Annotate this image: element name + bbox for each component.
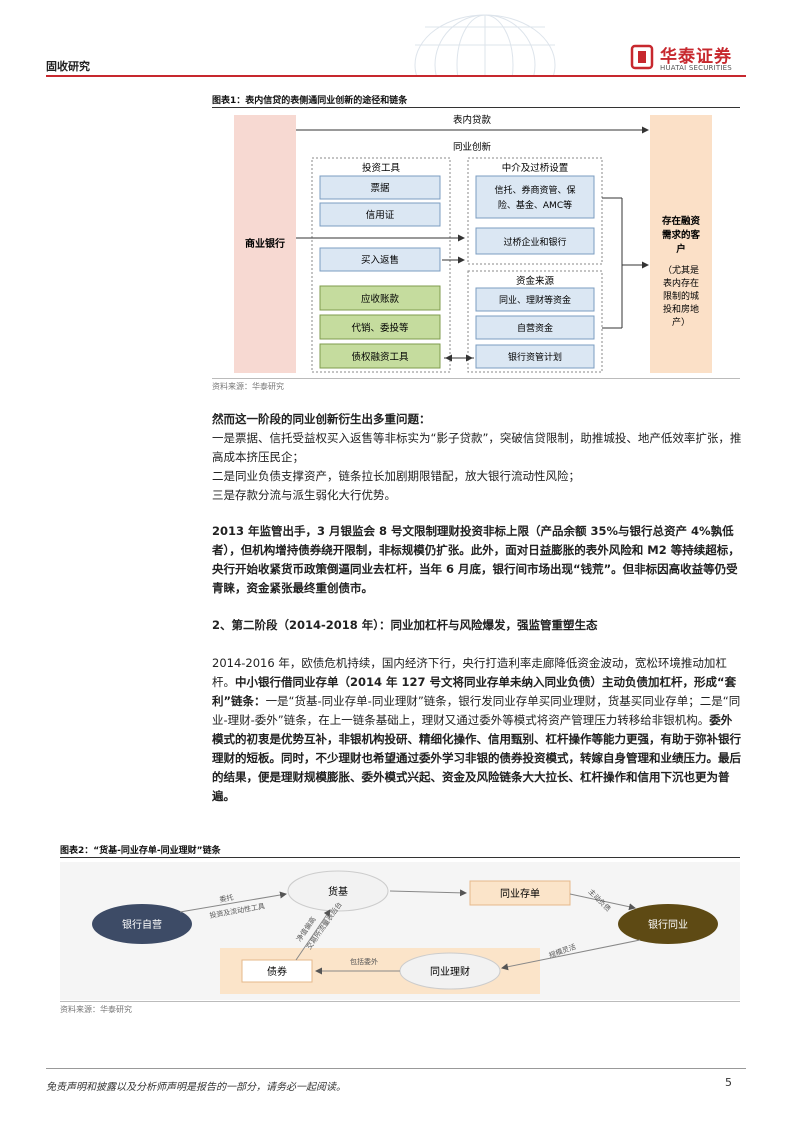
figure1-caption: 图表1：表内信贷的表侧通同业创新的途径和链条 (212, 96, 408, 106)
brand-name-cn: 华泰证券 (660, 47, 732, 67)
huatai-logo-icon (630, 44, 654, 70)
tool-repo-label: 买入返售 (361, 254, 399, 266)
edge-bonds-to-fund (295, 909, 331, 961)
edge-interbank-to-wm (501, 939, 641, 971)
on-balance-loan-label: 表内贷款 (453, 114, 492, 126)
figure1-diagram: 商业银行 存在融资 需求的客 户 （尤其是 表内存在 限制的城 投和房地 产） … (234, 114, 712, 373)
intermediary-bridge (475, 227, 595, 255)
node-interbank-cd (469, 880, 571, 906)
page-number: 5 (725, 1076, 732, 1089)
section2-text-2: 中小银行借同业存单（2014 年 127 号文将同业存单未纳入同业负债）主动负债… (212, 675, 737, 708)
tool-receivables (319, 285, 441, 311)
edge-fund-to-cd (389, 889, 467, 897)
funding-proprietary-label: 自营资金 (517, 322, 553, 334)
commercial-bank-box (234, 115, 296, 373)
section2-paragraph: 2014-2016 年，欧债危机持续，国内经济下行，央行打造利率走廊降低资金波动… (212, 654, 742, 806)
tool-debt-instrument-label: 债权融资工具 (351, 351, 409, 363)
figure1-caption-rule (212, 107, 740, 108)
section2-text-4: 委外模式的初衷是优势互补，非银机构投研、精细化操作、信用甄别、杠杆操作等能力更强… (212, 713, 741, 803)
node-interbank-cd-label: 同业存单 (500, 887, 540, 900)
client-box (650, 115, 712, 373)
figure2-diagram: 银行自营 货基 同业存单 银行同业 同业理财 债券 委托 投资及流动性工具 主动… (60, 862, 740, 1000)
problems-heading: 然而这一阶段的同业创新衍生出多重问题： (212, 412, 431, 426)
brand-logo: 华泰证券 HUATAI SECURITIES (630, 42, 745, 78)
funding-am-plan (475, 344, 595, 369)
tool-bill (319, 175, 441, 200)
header-globe-decoration (414, 14, 556, 77)
tools-title: 投资工具 (362, 162, 401, 174)
intermediary-trust (475, 175, 595, 219)
node-wealth-mgmt-label: 同业理财 (430, 965, 470, 978)
client-title-line1: 存在融资 (661, 215, 701, 227)
figure2-source: 资料来源：华泰研究 (60, 1005, 132, 1014)
node-money-fund (287, 870, 389, 912)
innovation-label: 同业创新 (453, 141, 492, 153)
figure2-caption-rule (60, 857, 740, 858)
intermediary-trust-line1: 信托、券商资管、保 (494, 184, 575, 196)
node-interbank (618, 904, 718, 944)
client-title-line3: 户 (675, 243, 686, 255)
tool-bill-label: 票据 (370, 182, 390, 194)
figure1-source-rule (212, 378, 740, 379)
node-bonds (241, 959, 313, 983)
tool-debt-instrument (319, 343, 441, 369)
client-note-line3: 限制的城 (663, 290, 699, 302)
header-rule (46, 75, 746, 77)
footer-disclaimer: 免责声明和披露以及分析师声明是报告的一部分，请务必一起阅读。 (46, 1082, 346, 1093)
node-interbank-label: 银行同业 (648, 918, 688, 931)
tool-repo (319, 247, 441, 272)
edge-wm-to-bonds-label: 包括委外 (350, 957, 378, 966)
intermediary-trust-line2: 险、基金、AMC等 (498, 199, 572, 211)
figure2-caption: 图表2：“货基-同业存单-同业理财”链条 (60, 846, 221, 856)
figure2-source-rule (60, 1001, 740, 1002)
tool-agency (319, 314, 441, 340)
client-note-line1: （尤其是 (663, 264, 699, 276)
tool-lc (319, 202, 441, 227)
funding-title: 资金来源 (516, 275, 555, 287)
node-bonds-label: 债券 (267, 965, 287, 978)
tools-container (311, 157, 451, 373)
section2-heading: 2、第二阶段（2014-2018 年）：同业加杠杆与风险爆发，强监管重塑生态 (212, 618, 598, 632)
funding-interbank-label: 同业、理财等资金 (499, 294, 571, 306)
edge-bank-to-fund-label: 委托 (219, 893, 234, 904)
problem-1: 一是票据、信托受益权买入返售等非标实为“影子贷款”，突破信贷限制，助推城投、地产… (212, 431, 742, 464)
intermediary-bridge-label: 过桥企业和银行 (503, 236, 566, 248)
section2-text-1: 2014-2016 年，欧债危机持续，国内经济下行，央行打造利率走廊降低资金波动… (212, 656, 727, 689)
tool-agency-label: 代销、委投等 (351, 322, 409, 334)
funding-proprietary (475, 315, 595, 340)
client-note-line4: 投和房地 (663, 303, 699, 315)
footer-rule (46, 1068, 746, 1069)
regulation-2013-paragraph: 2013 年监管出手，3 月银监会 8 号文限制理财投资非标上限（产品余额 35… (212, 524, 740, 595)
problem-3: 三是存款分流与派生弱化大行优势。 (212, 488, 396, 502)
client-note-line5: 产） (672, 316, 690, 328)
tool-receivables-label: 应收账款 (361, 293, 400, 305)
body-section1: 然而这一阶段的同业创新衍生出多重问题： 一是票据、信托受益权买入返售等非标实为“… (212, 410, 742, 505)
client-title-line2: 需求的客 (662, 229, 701, 241)
node-bank-proprietary-label: 银行自营 (122, 918, 162, 931)
node-bank-proprietary (92, 904, 192, 944)
funding-container (467, 270, 603, 373)
commercial-bank-label: 商业银行 (245, 237, 285, 250)
funding-am-plan-label: 银行资管计划 (508, 351, 562, 363)
brand-name-en: HUATAI SECURITIES (660, 64, 732, 72)
intermediary-title: 中介及过桥设置 (502, 162, 569, 174)
figure1-source: 资料来源：华泰研究 (212, 382, 284, 391)
problem-2: 二是同业负债支撑资产，链条拉长加剧期限错配，放大银行流动性风险； (212, 469, 580, 483)
edge-bank-to-fund (179, 891, 287, 913)
funding-interbank (475, 287, 595, 312)
tool-lc-label: 信用证 (366, 209, 395, 221)
section2-text-3: 一是“货基-同业存单-同业理财”链条，银行发同业存单买同业理财，货基买同业存单；… (212, 694, 741, 727)
client-note-line2: 表内存在 (663, 277, 699, 289)
edge-cd-to-interbank (569, 893, 636, 911)
node-money-fund-label: 货基 (328, 885, 348, 898)
section-label: 固收研究 (46, 60, 90, 73)
